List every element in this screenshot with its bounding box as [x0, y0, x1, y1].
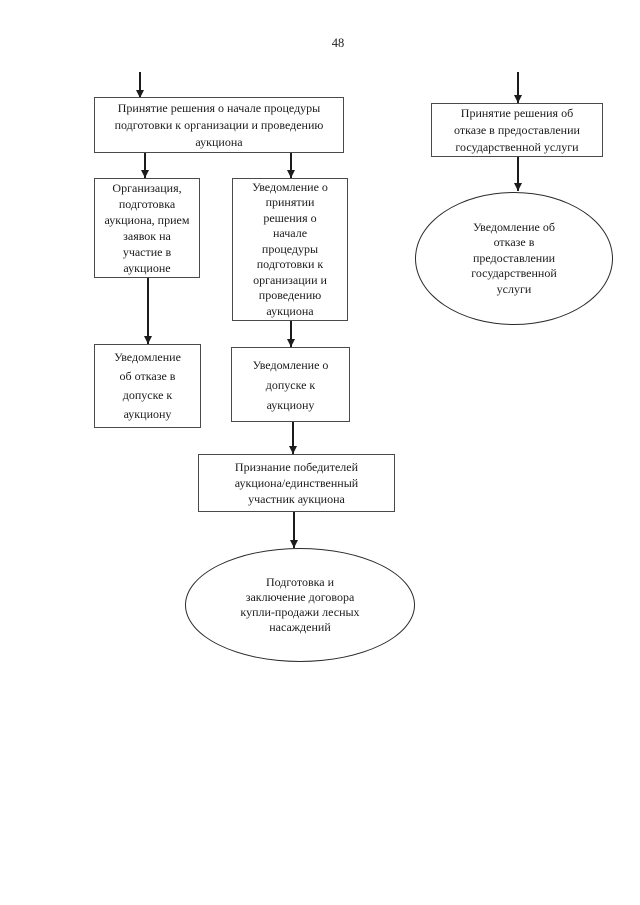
node-contract-ellipse: Подготовка и заключение договора купли-п…: [185, 548, 415, 662]
arrow-refusal-decision-to-notice: [517, 157, 519, 191]
node-notice-refusal-admission: Уведомление об отказе в допуске к аукцио…: [94, 344, 201, 428]
node-organization: Организация, подготовка аукциона, прием …: [94, 178, 200, 278]
arrow-organization-to-refusal-admission: [147, 278, 149, 344]
arrow-start-to-organization: [144, 153, 146, 178]
arrow-start-to-notice-start: [290, 153, 292, 178]
node-notice-admission: Уведомление о допуске к аукциону: [231, 347, 350, 422]
node-notice-start: Уведомление о принятии решения о начале …: [232, 178, 348, 321]
arrow-into-refusal-decision: [517, 72, 519, 103]
node-start-decision: Принятие решения о начале процедуры подг…: [94, 97, 344, 153]
arrow-into-start-decision: [139, 72, 141, 98]
node-refusal-decision: Принятие решения об отказе в предоставле…: [431, 103, 603, 157]
node-winners: Признание победителей аукциона/единствен…: [198, 454, 395, 512]
node-refusal-notice-ellipse: Уведомление об отказе в предоставлении г…: [415, 192, 613, 325]
arrow-winners-to-contract: [293, 512, 295, 548]
page-number: 48: [331, 36, 345, 50]
arrow-admission-to-winners: [292, 422, 294, 454]
arrow-notice-start-to-admission: [290, 321, 292, 347]
